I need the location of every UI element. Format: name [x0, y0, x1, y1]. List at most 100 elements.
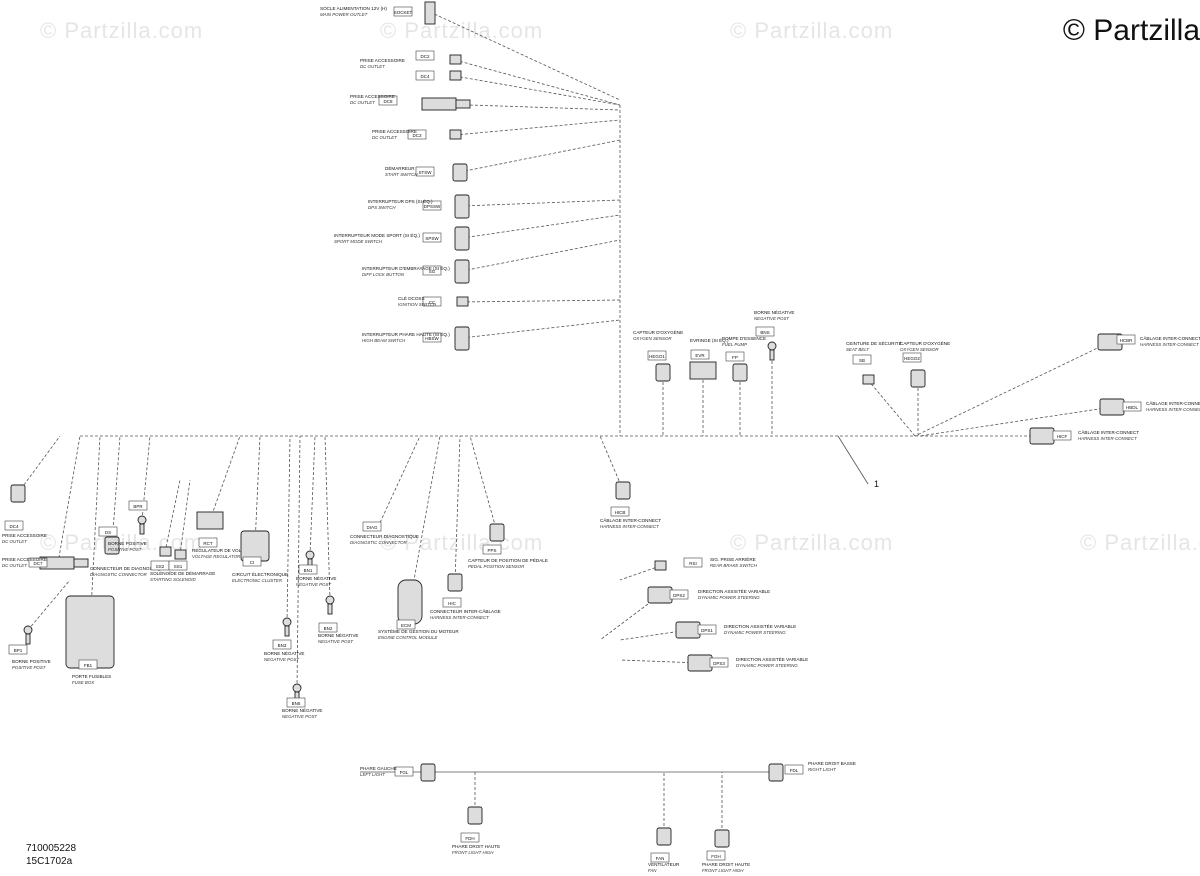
component-tag: BN3	[272, 639, 292, 650]
component-label-fr: CAPTEUR D'OXYGÈNE	[633, 329, 683, 335]
component-tag: FGL	[394, 766, 414, 777]
component-label-en: OXYGEN SENSOR	[900, 347, 939, 352]
component-label-en: REAR BRAKE SWITCH	[710, 563, 758, 568]
component-tag: HBDL	[1122, 401, 1142, 412]
component-tag: BN2	[318, 622, 338, 633]
component-label-fr: DIRECTION ASSISTÉE VARIABLE	[724, 623, 796, 629]
watermark: © Partzilla.com	[730, 530, 894, 555]
component-label-en: HARNESS INTER-CONNECT	[1078, 436, 1137, 441]
component-tag: RCT	[198, 537, 218, 548]
component-tag: PPS	[482, 544, 502, 555]
component-label-fr: DÉMARREUR	[385, 165, 415, 171]
component-label-fr: PHARE DROIT BASSE	[808, 761, 856, 766]
component-tag: EVR	[690, 349, 710, 360]
component-label-fr: CÂBLAGE INTER-CONNECT	[1078, 429, 1139, 435]
connector-dps2	[647, 586, 673, 604]
connector-fp	[732, 363, 748, 382]
component-tag-text: HICB	[615, 510, 626, 515]
component-tag-text: ECM	[401, 623, 411, 628]
component-tag: DPSSW	[422, 200, 442, 211]
component-label-en: START SWITCH	[385, 172, 418, 177]
component-label-en: DYNAMIC POWER STEERING	[698, 595, 760, 600]
component-label-en: NEGATIVE POST	[754, 316, 789, 321]
component-tag-text: HIC	[448, 601, 457, 606]
wire-segment	[837, 435, 869, 485]
component-tag: BN5	[286, 697, 306, 708]
component-label-en: DC OUTLET	[2, 539, 27, 544]
component-label-en: PEDAL POSITION SENSOR	[468, 564, 525, 569]
connector-hic	[447, 573, 463, 592]
wire-segment	[409, 435, 441, 603]
component-label-fr: CÂBLAGE INTER-CONNECT	[1140, 335, 1200, 341]
component-tag-text: SB	[859, 358, 865, 363]
connector-fdh	[467, 806, 483, 825]
component-label-en: HARNESS INTER-CONNECT	[430, 615, 489, 620]
wire-segment	[179, 479, 191, 556]
component-tag: HBSW	[422, 332, 442, 343]
wire-segment	[619, 659, 701, 664]
component-label-fr: CIRCUIT ÉLECTRONIQUE	[232, 571, 288, 577]
component-label-en: IGNITION SWITCH	[398, 302, 437, 307]
component-label-en: FUSE BOX	[72, 680, 95, 685]
component-tag: BN1	[298, 564, 318, 575]
harness-wires	[17, 11, 1113, 838]
component-tag-text: DPS2	[673, 593, 685, 598]
component-label-fr: CLÉ DCOSS	[398, 295, 425, 301]
component-label-fr: PRISE ACCESSOIRE	[2, 533, 47, 538]
component-label-en: DIAGNOSTIC CONNECTOR	[350, 540, 408, 545]
component-label-fr: CONNECTEUR INTER-CÂBLAGE	[430, 608, 501, 614]
connector-bn3	[282, 617, 292, 637]
component-label-en: DIFF LOCK BUTTON	[362, 272, 405, 277]
connector-bpr	[137, 515, 147, 535]
component-label-fr: SOLÉNOÏDE DE DÉMARRAGE	[150, 570, 215, 576]
component-tag-text: BP1	[14, 648, 23, 653]
wire-segment	[17, 435, 61, 494]
wire-segment	[919, 406, 1113, 437]
component-tag-text: SS2	[156, 564, 165, 569]
connector-spsw	[454, 226, 470, 251]
component-tag-text: SOCKET	[394, 10, 413, 15]
component-tag-text: BNS	[760, 330, 769, 335]
wire-segment	[296, 435, 301, 689]
component-label-en: FRONT LIGHT HIGH	[452, 850, 494, 855]
callout-number: 1	[874, 479, 879, 489]
connector-fan	[656, 827, 672, 846]
component-label-en: ELECTRONIC CLUSTER	[232, 578, 283, 583]
wire-segment	[461, 199, 621, 207]
wire-segment	[469, 435, 498, 533]
connector-stsw	[452, 163, 468, 182]
component-tag: SOCKET	[393, 6, 413, 17]
component-label-en: DIAGNOSTIC CONNECTOR	[90, 572, 148, 577]
component-label-fr: DIRECTION ASSISTÉE VARIABLE	[698, 588, 770, 594]
component-tag: SS1	[168, 560, 188, 571]
connector-fb1	[65, 595, 115, 669]
component-label-fr: DIRECTION ASSISTÉE VARIABLE	[736, 656, 808, 662]
component-label-fr: PRISE ACCESSOIRE	[350, 94, 395, 99]
connector-bp1	[23, 625, 33, 645]
component-label-en: NEGATIVE POST	[318, 639, 353, 644]
connector-bn2	[325, 595, 335, 615]
component-label-en: MAIN POWER OUTLET	[320, 12, 368, 17]
component-label-en: NEGATIVE POST	[296, 582, 331, 587]
wire-segment	[324, 435, 331, 601]
component-tag-text: HICF	[1057, 434, 1068, 439]
component-label-fr: CEINTURE DE SÉCURITÉ	[846, 340, 902, 346]
component-tag: FB1	[78, 659, 98, 670]
component-tag-text: STSW	[419, 170, 433, 175]
component-tag: STSW	[415, 166, 435, 177]
component-label-fr: PORTE FUSIBLES	[72, 674, 111, 679]
component-label-en: POSITIVE POST	[108, 547, 142, 552]
component-label-en: ENGINE CONTROL MODULE	[378, 635, 438, 640]
connector-fdl	[768, 763, 784, 782]
component-tag-text: DC8	[383, 99, 392, 104]
component-tag-text: DIAG	[366, 525, 378, 530]
component-label-fr: RÉGULATEUR DE VOLTAGE	[192, 547, 253, 553]
component-label-en: NEGATIVE POST	[282, 714, 317, 719]
component-tag: CC	[422, 296, 442, 307]
wire-segment	[461, 239, 621, 272]
component-label-en: DC OUTLET	[2, 563, 27, 568]
component-tag-text: BN1	[304, 568, 313, 573]
component-tag: DPS2	[669, 589, 689, 600]
connector-hego2	[910, 369, 926, 388]
